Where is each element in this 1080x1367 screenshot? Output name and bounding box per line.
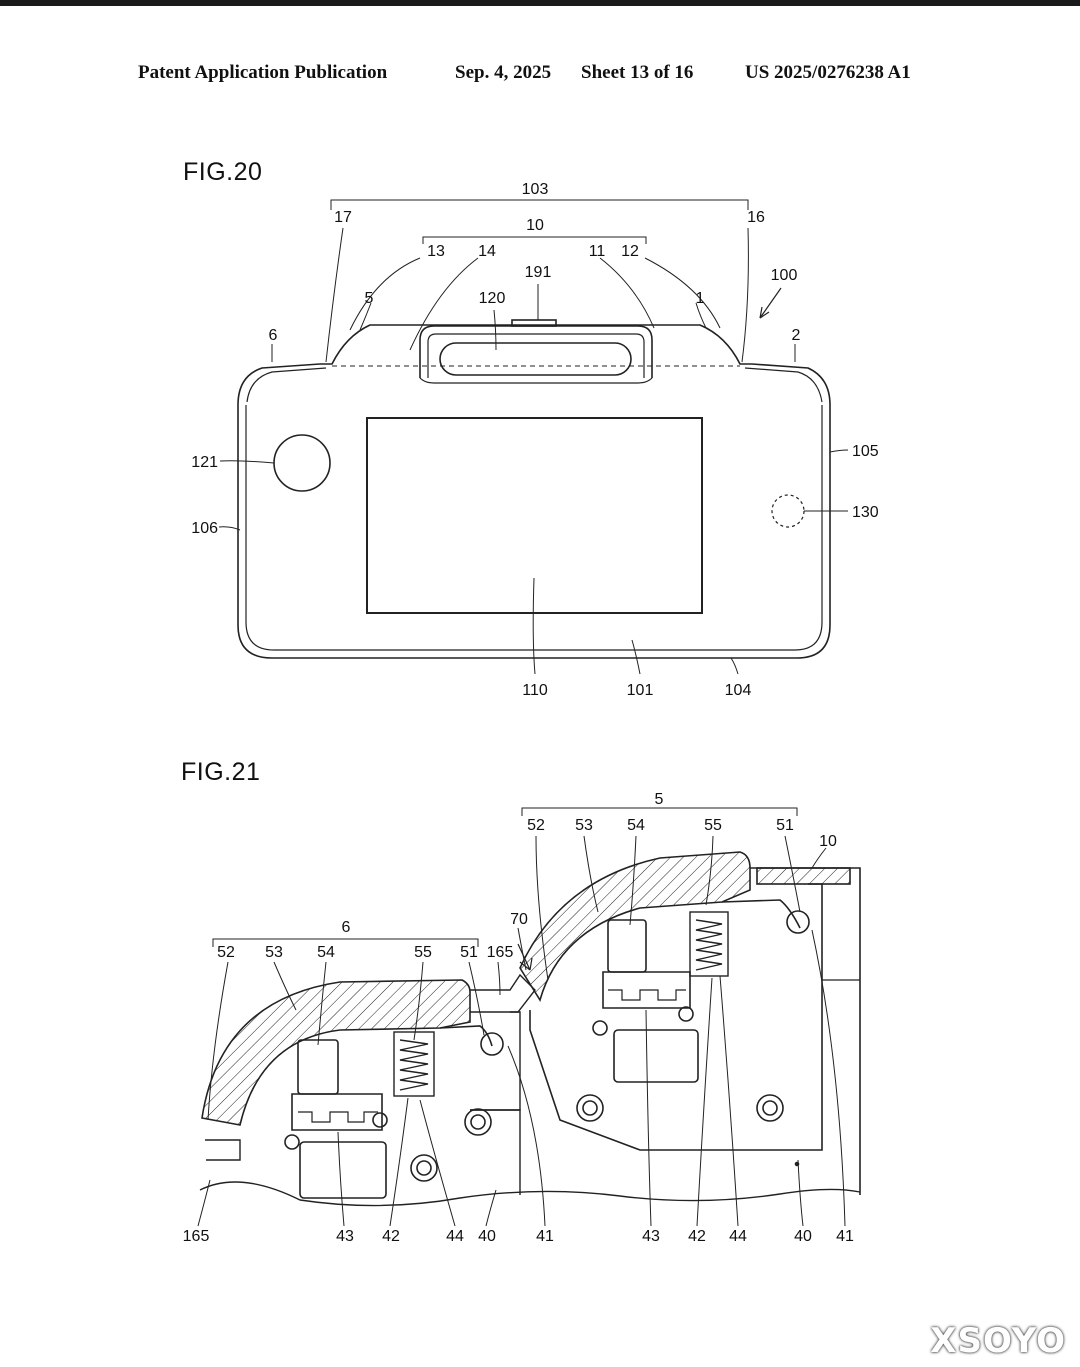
label-10: 10 bbox=[526, 217, 544, 234]
label-17: 17 bbox=[334, 209, 352, 226]
label-21-42-right: 42 bbox=[688, 1228, 706, 1245]
label-21-165-bottom: 165 bbox=[183, 1228, 210, 1245]
plunger-54-right bbox=[607, 919, 647, 973]
label-103: 103 bbox=[522, 181, 549, 198]
block-left bbox=[299, 1141, 387, 1199]
label-2: 2 bbox=[792, 327, 801, 344]
block-right bbox=[613, 1029, 699, 1083]
fig20-title: FIG.20 bbox=[183, 158, 263, 186]
label-120: 120 bbox=[479, 290, 506, 307]
watermark: XSOYO bbox=[930, 1321, 1066, 1361]
label-21-55-left: 55 bbox=[414, 944, 432, 961]
label-1: 1 bbox=[696, 290, 705, 307]
break-line bbox=[199, 1181, 861, 1207]
button-191 bbox=[511, 319, 557, 327]
label-21-44-right: 44 bbox=[729, 1228, 747, 1245]
label-21-42-left: 42 bbox=[382, 1228, 400, 1245]
label-105: 105 bbox=[852, 443, 879, 460]
label-21-40-left: 40 bbox=[478, 1228, 496, 1245]
pivot-51-right bbox=[786, 910, 810, 934]
bracket-5 bbox=[521, 807, 798, 816]
header-patent-number: US 2025/0276238 A1 bbox=[745, 62, 911, 83]
bracket-103 bbox=[330, 199, 749, 210]
label-5: 5 bbox=[365, 290, 374, 307]
label-16: 16 bbox=[747, 209, 765, 226]
label-121: 121 bbox=[191, 454, 218, 471]
label-130: 130 bbox=[852, 504, 879, 521]
label-12: 12 bbox=[621, 243, 639, 260]
label-21-10: 10 bbox=[819, 833, 837, 850]
label-11: 11 bbox=[589, 243, 606, 260]
label-6: 6 bbox=[269, 327, 278, 344]
label-101: 101 bbox=[627, 682, 654, 699]
actuator-43-left bbox=[291, 1093, 383, 1131]
top-border bbox=[0, 0, 1080, 6]
label-106: 106 bbox=[191, 520, 218, 537]
label-21-55-right: 55 bbox=[704, 817, 722, 834]
header-date: Sep. 4, 2025 bbox=[455, 62, 552, 83]
label-21-6: 6 bbox=[342, 919, 351, 936]
button-121 bbox=[273, 434, 331, 492]
fig20-drawing bbox=[218, 199, 849, 675]
header-publication: Patent Application Publication bbox=[138, 62, 388, 83]
label-21-52-left: 52 bbox=[217, 944, 235, 961]
label-100: 100 bbox=[771, 267, 798, 284]
label-104: 104 bbox=[725, 682, 752, 699]
part-10-top bbox=[756, 867, 851, 885]
keycap-5 bbox=[519, 851, 751, 1002]
label-13: 13 bbox=[427, 243, 445, 260]
label-21-44-left: 44 bbox=[446, 1228, 464, 1245]
base-165 bbox=[205, 1139, 241, 1161]
fig21-drawing bbox=[197, 807, 861, 1227]
label-21-43-right: 43 bbox=[642, 1228, 660, 1245]
plunger-54-left bbox=[297, 1039, 339, 1095]
bracket-6 bbox=[212, 938, 479, 947]
label-21-41-right: 41 bbox=[836, 1228, 854, 1245]
label-21-40-right: 40 bbox=[794, 1228, 812, 1245]
spring-42-right bbox=[689, 911, 729, 977]
label-21-51-right: 51 bbox=[776, 817, 794, 834]
label-21-165-top: 165 bbox=[487, 944, 514, 961]
display-110 bbox=[366, 417, 703, 614]
label-21-5: 5 bbox=[655, 791, 664, 808]
label-21-53-left: 53 bbox=[265, 944, 283, 961]
sensor-130 bbox=[771, 494, 805, 528]
spring-42-left bbox=[393, 1031, 435, 1097]
label-14: 14 bbox=[478, 243, 496, 260]
fig21-title: FIG.21 bbox=[181, 758, 261, 786]
button-120 bbox=[439, 342, 632, 376]
label-21-54-right: 54 bbox=[627, 817, 645, 834]
housing-10 bbox=[750, 867, 861, 1195]
label-21-53-right: 53 bbox=[575, 817, 593, 834]
label-21-43-left: 43 bbox=[336, 1228, 354, 1245]
label-21-70: 70 bbox=[510, 911, 528, 928]
header-sheet: Sheet 13 of 16 bbox=[581, 62, 694, 83]
part-165 bbox=[470, 973, 536, 1013]
label-21-54-left: 54 bbox=[317, 944, 335, 961]
label-191: 191 bbox=[525, 264, 552, 281]
label-21-41-left: 41 bbox=[536, 1228, 554, 1245]
label-21-52-right: 52 bbox=[527, 817, 545, 834]
pivot-51-left bbox=[480, 1032, 504, 1056]
label-21-51-left: 51 bbox=[460, 944, 478, 961]
keycap-6 bbox=[201, 979, 471, 1126]
bracket-10 bbox=[422, 236, 647, 244]
device-outer-body bbox=[237, 324, 831, 659]
fig21-labels: 5 52 53 54 55 51 10 70 6 52 53 54 55 51 … bbox=[183, 791, 854, 1245]
fig20-labels: 103 17 16 10 13 14 11 12 191 100 5 120 1… bbox=[191, 181, 879, 699]
label-110: 110 bbox=[522, 682, 548, 699]
